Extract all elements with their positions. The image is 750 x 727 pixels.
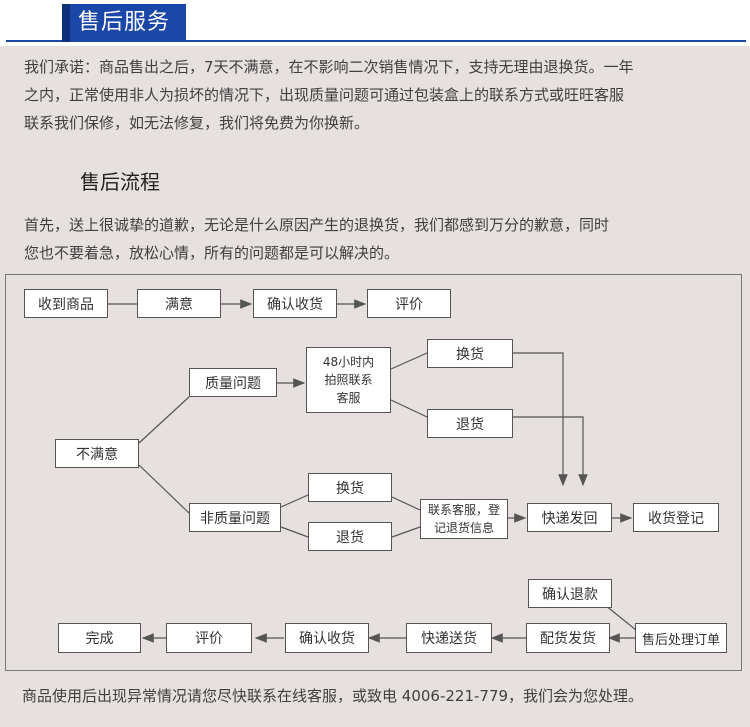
edge-exchange-contact xyxy=(391,496,421,511)
edge-dissatisfied-quality xyxy=(138,396,190,444)
node-receive: 收到商品 xyxy=(24,289,108,318)
process-line-1: 首先，送上很诚挚的道歉，无论是什么原因产生的退换货，我们都感到万分的歉意，同时 xyxy=(24,216,610,234)
process-line-2: 您也不要着急，放松心情，所有的问题都是可以解决的。 xyxy=(24,244,400,262)
node-return-a: 退货 xyxy=(427,409,513,438)
node-confirm-receipt: 确认收货 xyxy=(253,289,337,318)
node-return-b: 退货 xyxy=(308,522,392,551)
flowchart-connectors xyxy=(108,299,637,643)
footer-notice: 商品使用后出现异常情况请您尽快联系在线客服，或致电 4006-221-779，我… xyxy=(22,687,644,705)
process-title: 售后流程 xyxy=(80,170,160,194)
node-contact-48h: 48小时内 拍照联系 客服 xyxy=(306,347,391,413)
node-dissatisfied: 不满意 xyxy=(55,439,139,468)
section-title: 售后服务 xyxy=(62,4,186,42)
node-aftersale-order: 售后处理订单 xyxy=(635,623,727,653)
intro-line-3: 联系我们保修，如无法修复，我们将免费为你换新。 xyxy=(24,114,370,132)
edge-return-express xyxy=(513,416,588,487)
node-confirm-receipt-2: 确认收货 xyxy=(285,623,369,653)
edge-nonquality-return xyxy=(280,526,309,538)
node-express-send: 快递送货 xyxy=(406,623,492,653)
node-done: 完成 xyxy=(58,623,141,653)
edge-exchange-express xyxy=(513,352,568,487)
node-pick-ship: 配货发货 xyxy=(526,623,610,653)
header: 售后服务 xyxy=(0,0,750,46)
node-receipt-register: 收货登记 xyxy=(633,503,719,532)
edge-refund-order xyxy=(604,604,637,631)
header-rule xyxy=(6,40,746,42)
node-satisfied: 满意 xyxy=(137,289,221,318)
intro-line-1: 我们承诺：商品售出之后，7天不满意，在不影响二次销售情况下，支持无理由退换货。一… xyxy=(24,58,634,76)
node-quality-issue: 质量问题 xyxy=(189,368,277,397)
node-express-return: 快递发回 xyxy=(527,503,612,532)
node-confirm-refund: 确认退款 xyxy=(528,579,612,608)
edge-return-contact xyxy=(391,526,421,538)
node-review-2: 评价 xyxy=(166,623,252,653)
edge-48h-return xyxy=(390,399,428,418)
node-exchange-a: 换货 xyxy=(427,339,513,368)
node-exchange-b: 换货 xyxy=(308,473,392,502)
edge-48h-exchange xyxy=(390,352,428,370)
flowchart: 收到商品 满意 确认收货 评价 不满意 质量问题 48小时内 拍照联系 客服 换… xyxy=(5,274,742,671)
node-review: 评价 xyxy=(367,289,451,318)
edge-dissatisfied-nonquality xyxy=(138,464,190,514)
intro-line-2: 之内，正常使用非人为损坏的情况下，出现质量问题可通过包装盒上的联系方式或旺旺客服 xyxy=(24,86,625,104)
node-non-quality-issue: 非质量问题 xyxy=(189,503,281,532)
node-contact-register: 联系客服，登 记退货信息 xyxy=(420,499,508,539)
edge-nonquality-exchange xyxy=(280,494,309,508)
